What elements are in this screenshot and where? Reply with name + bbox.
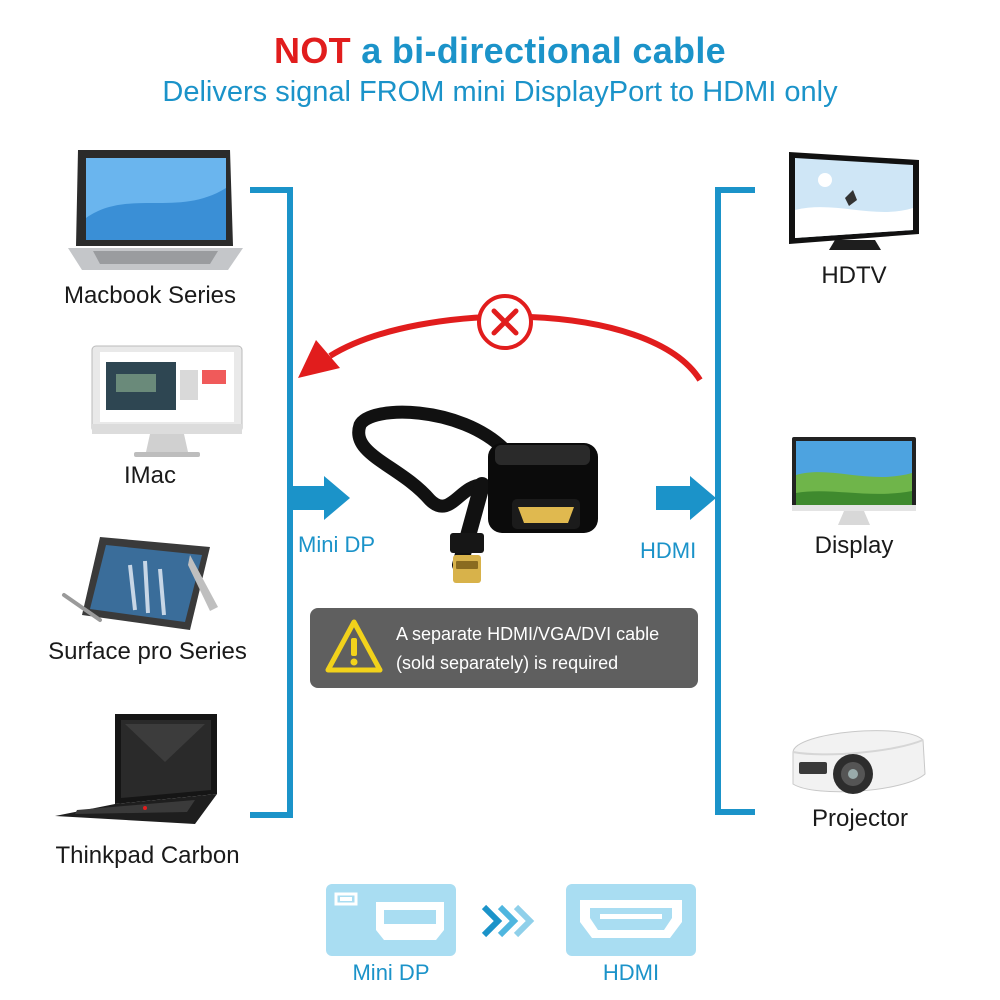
hdtv-icon xyxy=(785,150,925,255)
mini-dp-port-icon xyxy=(334,892,444,940)
warning-text: A separate HDMI/VGA/DVI cable (sold sepa… xyxy=(396,620,696,678)
thinkpad-icon xyxy=(55,712,220,832)
dest-label-projector: Projector xyxy=(811,805,909,832)
not-allowed-icon xyxy=(477,294,533,350)
warning-line-2: (sold separately) is required xyxy=(396,653,619,673)
input-port-label: Mini DP xyxy=(298,532,376,557)
source-label-surface: Surface pro Series xyxy=(48,638,247,665)
adapter-cable-icon xyxy=(352,405,598,583)
imac-icon xyxy=(88,340,248,460)
source-label-macbook: Macbook Series xyxy=(63,282,237,309)
warning-triangle-icon xyxy=(325,619,383,673)
bottom-label-hdmi: HDMI xyxy=(602,960,660,985)
output-arrow-icon xyxy=(656,476,716,520)
title-rest: a bi-directional cable xyxy=(350,30,726,71)
title-emphasis: NOT xyxy=(274,30,351,71)
warning-box: A separate HDMI/VGA/DVI cable (sold sepa… xyxy=(310,608,698,688)
surface-icon xyxy=(60,525,225,640)
input-arrow-icon xyxy=(290,476,350,520)
dest-label-hdtv: HDTV xyxy=(821,262,887,289)
double-chevron-icon xyxy=(480,903,536,944)
mini-dp-card xyxy=(326,884,456,956)
right-bracket xyxy=(715,187,755,815)
bottom-label-mini-dp: Mini DP xyxy=(352,960,430,985)
page-title: NOT a bi-directional cable xyxy=(0,30,1000,72)
source-label-thinkpad: Thinkpad Carbon xyxy=(55,842,240,869)
monitor-icon xyxy=(790,435,918,530)
warning-line-1: A separate HDMI/VGA/DVI cable xyxy=(396,624,660,644)
dest-label-display: Display xyxy=(814,532,894,559)
output-port-label: HDMI xyxy=(640,538,697,563)
macbook-icon xyxy=(68,148,243,273)
page-subtitle: Delivers signal FROM mini DisplayPort to… xyxy=(162,76,838,108)
hdmi-card xyxy=(566,884,696,956)
projector-icon xyxy=(785,712,930,802)
source-label-imac: IMac xyxy=(123,462,176,489)
hdmi-port-icon xyxy=(580,900,682,938)
